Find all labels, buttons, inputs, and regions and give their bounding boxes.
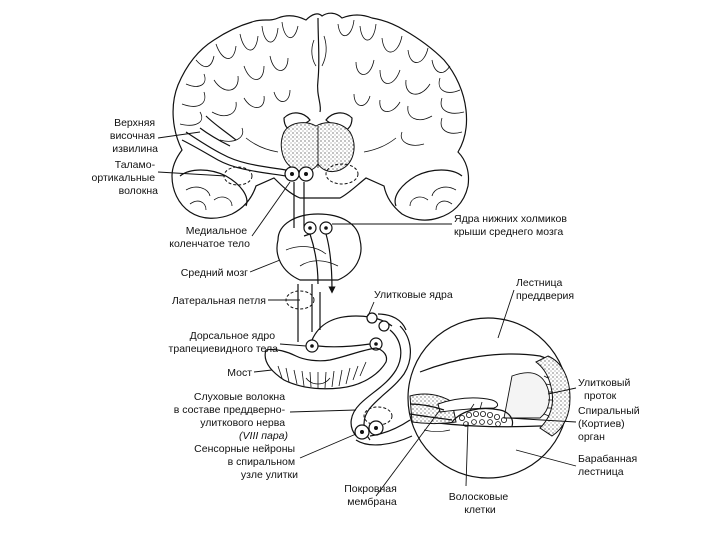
label-scala-tympani: Барабанная лестница <box>578 453 640 478</box>
cortex-outline <box>171 12 470 221</box>
temporal-lobe-right <box>394 169 463 207</box>
cochlear-nucleus-a <box>366 312 378 324</box>
label-pons: Мост <box>227 367 252 379</box>
label-spiral-organ: Спиральный (Кортиев) орган <box>578 405 643 443</box>
label-midbrain: Средний мозг <box>181 267 248 279</box>
labels: Верхняя височная извилина Таламо- ортика… <box>92 117 643 516</box>
leader-lines <box>157 131 577 497</box>
medial-geniculate-nuclei <box>284 166 314 182</box>
spiral-ganglion-neurons <box>354 420 384 440</box>
ascending-pathway <box>264 182 413 446</box>
pons-section <box>264 347 388 390</box>
label-scala-vestibuli: Лестница преддверия <box>516 277 574 302</box>
label-sensory-neurons: Сенсорные нейроны в спиральном узле улит… <box>194 443 298 481</box>
longitudinal-fissure <box>316 17 322 113</box>
label-thalamocortical-fibers: Таламо- ортикальные волокна <box>92 159 159 197</box>
spiral-ganglion-dashed <box>363 406 393 426</box>
label-dorsal-trapezoid: Дорсальное ядро трапециевидного тела <box>169 330 279 355</box>
label-cochlear-nuclei: Улитковые ядра <box>374 289 453 301</box>
label-hair-cells: Волосковые клетки <box>449 491 511 516</box>
organ-of-corti <box>451 401 514 427</box>
midbrain-section <box>276 213 362 281</box>
thalamocortical-fibers <box>181 115 287 177</box>
spiral-ligament <box>535 355 571 437</box>
label-lateral-lemniscus: Латеральная петля <box>172 295 266 307</box>
gyri-left <box>179 21 299 142</box>
gyri-right <box>337 19 465 146</box>
pons-striations <box>277 361 367 389</box>
label-inferior-colliculi: Ядра нижних холмиков крыши среднего мозг… <box>454 213 570 238</box>
stria-marks <box>543 375 553 417</box>
label-medial-geniculate: Медиальное коленчатое тело <box>169 225 250 250</box>
label-cochlear-duct: Улитковый проток <box>578 377 633 402</box>
label-superior-temporal-gyrus: Верхняя височная извилина <box>110 117 158 155</box>
cochlear-duct <box>503 372 550 419</box>
label-tectorial-membrane: Покровная мембрана <box>344 483 399 508</box>
vestibulocochlear-nerve <box>350 325 411 441</box>
dashed-region-right <box>325 163 359 185</box>
tectorial-membrane-shape <box>437 397 499 413</box>
brain-coronal-section <box>171 12 470 221</box>
cochlear-nucleus-b <box>378 320 390 332</box>
cochlea-cross-section <box>407 317 571 479</box>
label-auditory-fibers: Слуховые волокна в составе преддверно- у… <box>174 391 288 442</box>
